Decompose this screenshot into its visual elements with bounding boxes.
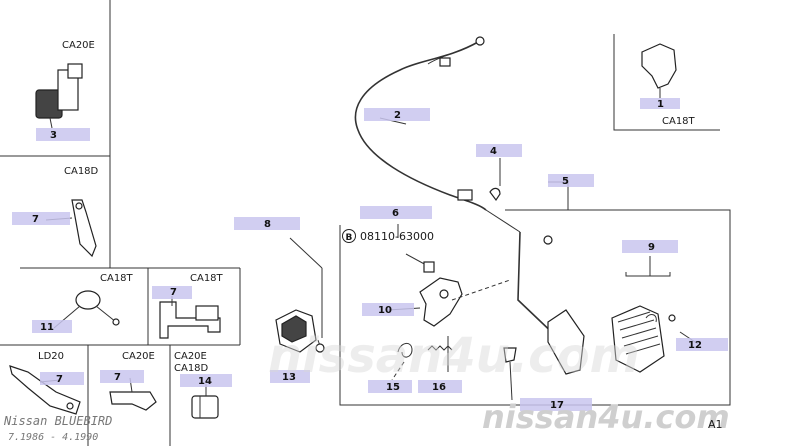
- callout-3: 3: [50, 130, 57, 141]
- callout-6: 6: [392, 208, 399, 219]
- part-number-symbol: B: [346, 233, 353, 243]
- part-16-return-spring: [427, 336, 453, 372]
- callout-8: 8: [264, 219, 271, 230]
- variant-label-ca18t-top: CA18T: [662, 116, 696, 127]
- callout-10: 10: [378, 305, 392, 316]
- part-7-bracket-ca20e: [109, 391, 157, 411]
- section-lines: [0, 0, 731, 446]
- callout-5: 5: [562, 176, 569, 187]
- part-number-annotation: B 08110-63000: [342, 229, 434, 243]
- part-6-bolt: [397, 224, 435, 273]
- part-1-bracket: [641, 43, 677, 98]
- callout-1: 1: [657, 99, 664, 110]
- part-14-clip: [191, 395, 219, 419]
- callout-4: 4: [490, 146, 497, 157]
- callout-2: 2: [394, 110, 401, 121]
- callout-12: 12: [688, 340, 702, 351]
- callout-16: 16: [432, 382, 446, 393]
- part-15-spring-clip: [391, 343, 413, 381]
- variant-label-ca20e-bottom: CA20E: [122, 351, 155, 362]
- part-7-bracket-ld20: [9, 365, 81, 415]
- part-2-accelerator-cable: [354, 36, 521, 233]
- variant-label-ca20e-pair: CA20E: [174, 351, 207, 362]
- part-7-bracket-ca18d: [71, 199, 97, 258]
- callout-17: 17: [550, 400, 564, 411]
- variant-label-ca18t-mid: CA18T: [190, 273, 224, 284]
- part-13-stopper: [275, 237, 325, 353]
- callout-11: 11: [40, 322, 54, 333]
- callouts: 1 2 3 4 5 6 7 8 9 7 10 11 12 13 7 7 14: [12, 98, 728, 411]
- callout-9: 9: [648, 242, 655, 253]
- page-ref: A1: [708, 418, 723, 431]
- callout-14: 14: [198, 376, 212, 387]
- part-4-clip: [489, 187, 501, 202]
- variant-label-ld20: LD20: [38, 351, 64, 362]
- model-name: Nissan BLUEBIRD: [3, 414, 112, 428]
- part-number: 08110-63000: [360, 230, 434, 243]
- callout-7-ld20: 7: [56, 374, 63, 385]
- part-10-pedal-bracket: [419, 277, 511, 327]
- callout-7-ca18d: 7: [32, 214, 39, 225]
- part-11-clamp: [75, 290, 120, 326]
- part-17-pedal: [503, 231, 585, 401]
- model-dates: 7.1986 - 4.1990: [8, 432, 98, 443]
- callout-7-ca18t: 7: [170, 287, 177, 298]
- watermark-bottom: nissan4u.com: [482, 398, 730, 436]
- part-12-pedal-pad: [611, 256, 676, 373]
- variant-label-ca20e-top: CA20E: [62, 40, 95, 51]
- callout-7-ca20e: 7: [114, 372, 121, 383]
- part-3-connector: [35, 63, 83, 129]
- callout-13: 13: [282, 372, 296, 383]
- variant-label-ca18t-left: CA18T: [100, 273, 134, 284]
- part-7-bracket-ca18t: [159, 301, 221, 339]
- variant-label-ca18d: CA18D: [64, 166, 99, 177]
- callout-15: 15: [386, 382, 400, 393]
- variant-label-ca18d-pair: CA18D: [174, 363, 209, 374]
- watermark-center: nissan4u.com: [268, 328, 640, 384]
